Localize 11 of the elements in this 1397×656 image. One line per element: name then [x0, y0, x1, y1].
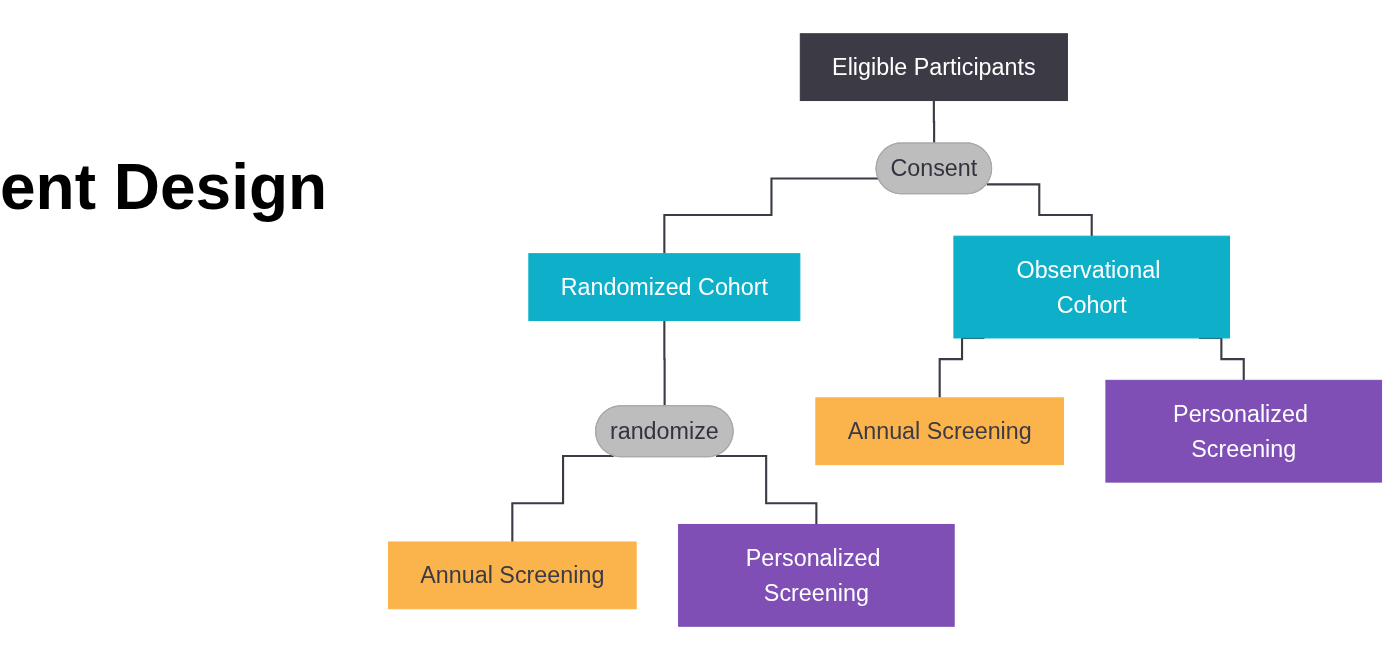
connector	[986, 183, 1093, 238]
connector	[663, 177, 879, 255]
title: ent Design	[0, 150, 328, 224]
node-box: Eligible Participants	[799, 33, 1068, 102]
node-box: Personalized Screening	[678, 523, 955, 627]
node-box: Randomized Cohort	[528, 253, 801, 321]
node-box: Annual Screening	[815, 397, 1065, 466]
connector	[715, 454, 818, 526]
node-box: Annual Screening	[387, 541, 637, 610]
node-box: Observational Cohort	[953, 235, 1231, 339]
node-box: Personalized Screening	[1105, 379, 1383, 483]
